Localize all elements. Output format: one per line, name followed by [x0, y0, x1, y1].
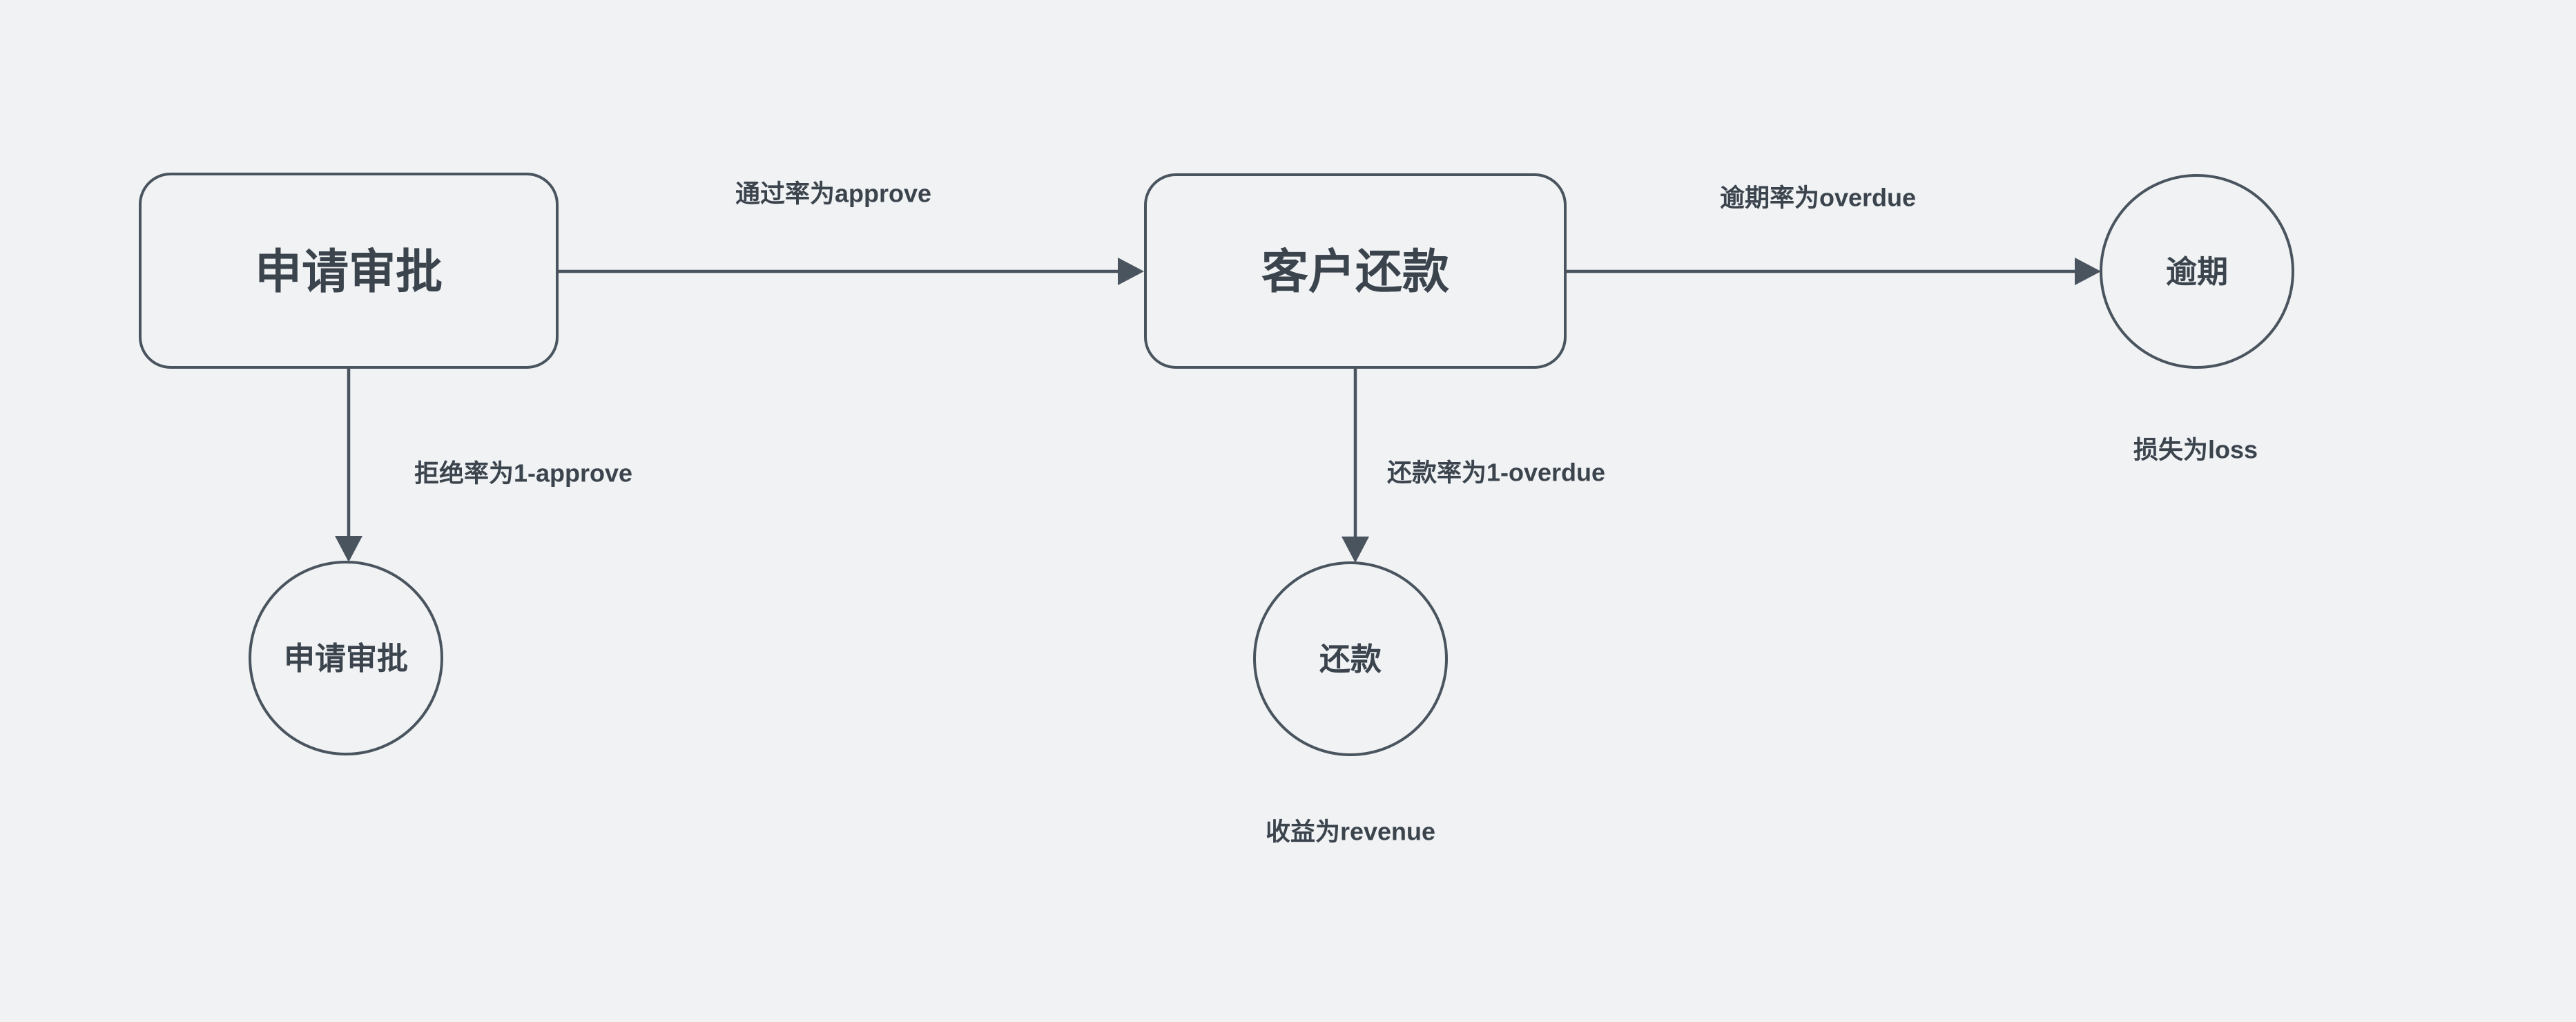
- node-approval-box-shape[interactable]: [139, 173, 559, 369]
- node-overdue-circle[interactable]: 逾期: [2100, 174, 2294, 369]
- node-overdue-circle-label: 逾期: [2166, 254, 2228, 289]
- node-approval-result-circle-shape[interactable]: [249, 561, 443, 755]
- node-repayment-result-circle-label: 还款: [1319, 642, 1382, 677]
- edge-reject[interactable]: [335, 368, 362, 562]
- node-repayment-result-circle[interactable]: 还款: [1253, 561, 1448, 756]
- edge-overdue-label: 逾期率为overdue: [1720, 184, 1916, 212]
- node-repayment-box-label: 客户还款: [1261, 246, 1449, 298]
- annotation-revenue-label: 收益为revenue: [1266, 818, 1435, 846]
- arrowhead-down-icon: [335, 536, 362, 562]
- node-approval-box[interactable]: 申请审批: [139, 173, 559, 369]
- node-approval-box-label: 申请审批: [255, 246, 443, 298]
- node-repayment-result-circle-shape[interactable]: [1253, 561, 1448, 756]
- arrowhead-right-icon: [1118, 258, 1144, 285]
- node-approval-result-circle-label: 申请审批: [284, 641, 408, 676]
- node-repayment-box[interactable]: 客户还款: [1144, 173, 1567, 369]
- edge-repay[interactable]: [1342, 368, 1369, 563]
- edge-approve[interactable]: [557, 258, 1144, 285]
- node-approval-result-circle[interactable]: 申请审批: [249, 561, 443, 755]
- node-overdue-circle-shape[interactable]: [2100, 174, 2294, 369]
- arrowhead-down-icon: [1342, 537, 1369, 563]
- edge-repay-label: 还款率为1-overdue: [1387, 459, 1605, 487]
- edge-approve-label: 通过率为approve: [735, 180, 931, 208]
- arrowhead-right-icon: [2075, 258, 2101, 285]
- node-repayment-box-shape[interactable]: [1144, 173, 1567, 369]
- edge-reject-label: 拒绝率为1-approve: [414, 459, 632, 488]
- edge-overdue[interactable]: [1565, 258, 2101, 285]
- annotation-loss-label: 损失为loss: [2133, 436, 2258, 464]
